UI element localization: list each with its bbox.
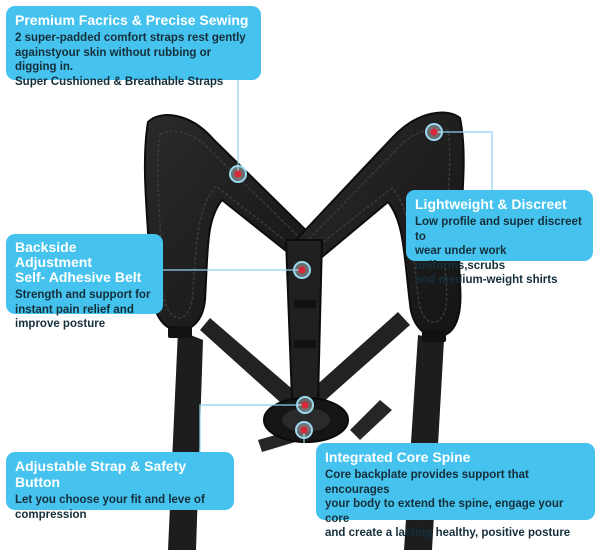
hotspot-markers: [229, 123, 443, 439]
callout-title: Adjustable Strap & Safety Button: [15, 458, 187, 490]
callout-backside-adjustment: Backside Adjustment Self- Adhesive Belt …: [6, 234, 163, 330]
callout-body: Let you choose your fit and leve of comp…: [15, 494, 205, 521]
left-cross-strap: [200, 318, 312, 420]
right-cross-strap: [302, 312, 410, 412]
callout-title: Backside Adjustment Self- Adhesive Belt: [15, 239, 142, 285]
connector-lines: [163, 80, 493, 452]
callout-title: Lightweight & Discreet: [415, 196, 567, 212]
callout-body: Core backplate provides support that enc…: [325, 469, 571, 539]
callout-lightweight-discreet: Lightweight & Discreet Low profile and s…: [406, 190, 593, 286]
callout-adjustable-strap: Adjustable Strap & Safety Button Let you…: [6, 452, 234, 521]
callout-body: 2 super-padded comfort straps rest gentl…: [15, 32, 246, 88]
callout-core-spine: Integrated Core Spine Core backplate pro…: [316, 443, 595, 539]
callout-body: Strength and support for instant pain re…: [15, 289, 151, 330]
callout-body: Low profile and super discreet to wear u…: [415, 216, 582, 286]
callout-title: Premium Facrics & Precise Sewing: [15, 12, 249, 28]
callout-title: Integrated Core Spine: [325, 449, 471, 465]
callout-premium-fabrics: Premium Facrics & Precise Sewing 2 super…: [6, 6, 261, 88]
